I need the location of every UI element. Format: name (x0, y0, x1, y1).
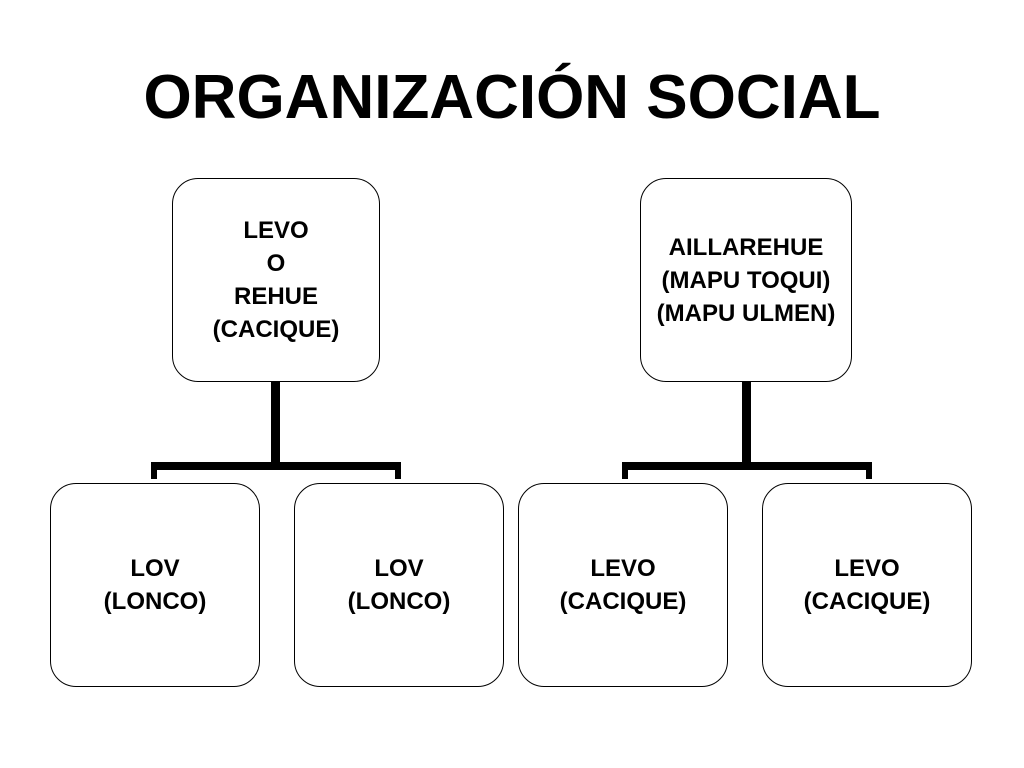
right-child-1-text: LEVO (CACIQUE) (560, 552, 687, 618)
left-child-2-text: LOV (LONCO) (348, 552, 451, 618)
left-root-line-2: O (266, 250, 286, 277)
right-connector-stem (742, 382, 751, 468)
left-child-2-line-2: (LONCO) (347, 588, 451, 615)
right-root-text: AILLAREHUE (MAPU TOQUI) (MAPU ULMEN) (657, 231, 836, 330)
right-child-2-line-1: LEVO (834, 555, 900, 582)
right-child-1-line-1: LEVO (590, 555, 656, 582)
left-root-text: LEVO O REHUE (CACIQUE) (213, 214, 340, 346)
left-child-1-line-1: LOV (130, 555, 180, 582)
left-connector-bar-inner (157, 470, 395, 483)
right-connector-bar-inner (628, 470, 866, 483)
right-child-node-2: LEVO (CACIQUE) (762, 483, 972, 687)
left-child-1-text: LOV (LONCO) (104, 552, 207, 618)
right-root-line-3: (MAPU ULMEN) (656, 299, 836, 327)
left-root-line-3: REHUE (233, 283, 318, 310)
right-root-line-1: AILLAREHUE (668, 233, 824, 261)
right-child-2-line-2: (CACIQUE) (803, 588, 931, 615)
left-root-node: LEVO O REHUE (CACIQUE) (172, 178, 380, 382)
left-child-2-line-1: LOV (374, 555, 424, 582)
right-child-node-1: LEVO (CACIQUE) (518, 483, 728, 687)
left-root-line-1: LEVO (243, 217, 309, 244)
left-connector-stem (271, 382, 280, 468)
slide-title: ORGANIZACIÓN SOCIAL (143, 63, 881, 132)
left-child-1-line-2: (LONCO) (103, 588, 207, 615)
left-root-line-4: (CACIQUE) (212, 316, 340, 343)
right-root-node: AILLAREHUE (MAPU TOQUI) (MAPU ULMEN) (640, 178, 852, 382)
right-child-1-line-2: (CACIQUE) (559, 588, 687, 615)
left-child-node-1: LOV (LONCO) (50, 483, 260, 687)
left-child-node-2: LOV (LONCO) (294, 483, 504, 687)
right-child-2-text: LEVO (CACIQUE) (804, 552, 931, 618)
right-root-line-2: (MAPU TOQUI) (661, 266, 831, 294)
